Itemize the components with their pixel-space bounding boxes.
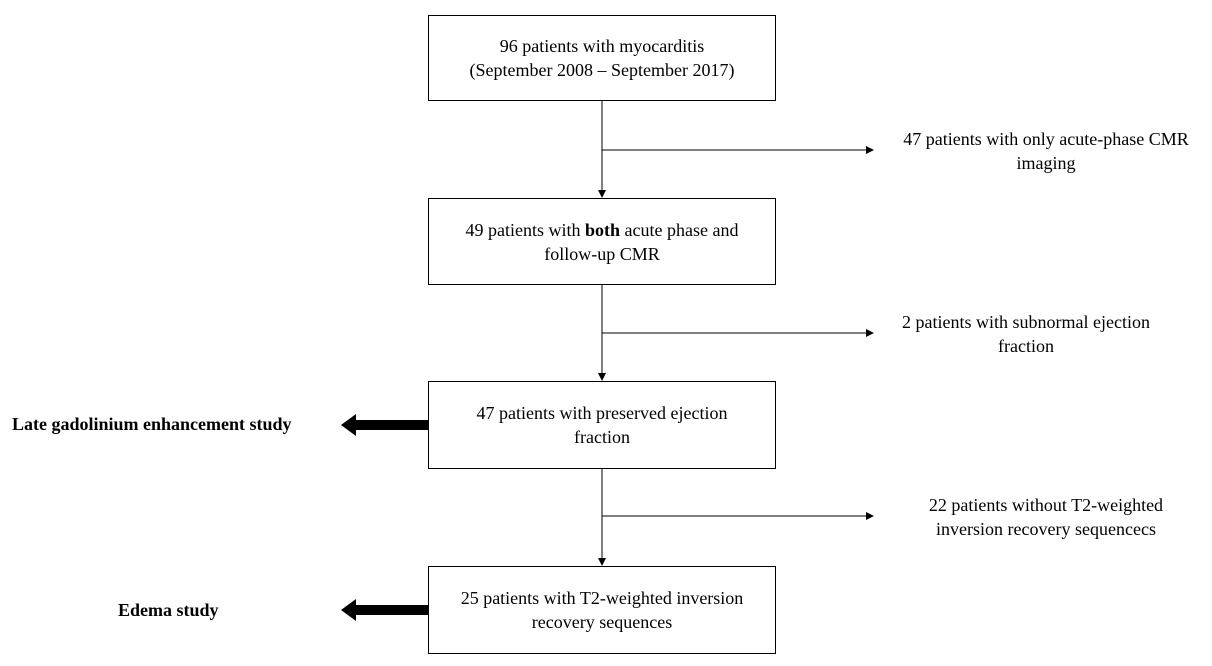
box2-text-pre: 49 patients with xyxy=(465,219,586,240)
flow-box-initial-cohort: 96 patients with myocarditis (September … xyxy=(428,15,776,101)
box2-text-bold: both xyxy=(585,219,621,240)
exclusion-no-t2: 22 patients without T2-weighted inversio… xyxy=(896,493,1196,541)
flow-arrowhead-1 xyxy=(598,190,606,198)
box2-text-post: acute phase and xyxy=(620,219,739,240)
edema-thick-arrow xyxy=(341,599,428,621)
box3-line2: fraction xyxy=(574,427,630,447)
flow-box-preserved-ef: 47 patients with preserved ejection frac… xyxy=(428,381,776,469)
ex3-line1: 22 patients without T2-weighted xyxy=(928,495,1164,515)
exclusion-arrowhead-3 xyxy=(866,512,874,520)
box4-line1: 25 patients with T2-weighted inversion xyxy=(460,588,744,608)
exclusion-subnormal-ef: 2 patients with subnormal ejection fract… xyxy=(876,310,1176,358)
flow-box-both-cmr: 49 patients with both acute phase and fo… xyxy=(428,198,776,285)
outcome-lge-study: Late gadolinium enhancement study xyxy=(12,414,292,434)
outcome-edema-study: Edema study xyxy=(118,600,219,620)
exclusion-arrowhead-1 xyxy=(866,146,874,154)
ex3-line2: inversion recovery sequencecs xyxy=(936,519,1156,539)
exclusion-arrowhead-2 xyxy=(866,329,874,337)
box4-line2: recovery sequences xyxy=(531,612,673,632)
ex1-line1: 47 patients with only acute-phase CMR xyxy=(903,129,1189,149)
ex2-line1: 2 patients with subnormal ejection xyxy=(902,312,1150,332)
lge-thick-arrow xyxy=(341,414,428,436)
ex2-line2: fraction xyxy=(998,336,1054,356)
box2-line2: follow-up CMR xyxy=(544,243,660,264)
flow-arrowhead-2 xyxy=(598,373,606,381)
flow-box-t2-sequences: 25 patients with T2-weighted inversion r… xyxy=(428,566,776,654)
box1-line2: (September 2008 – September 2017) xyxy=(469,60,735,80)
ex1-line2: imaging xyxy=(1016,153,1076,173)
box2-line1: 49 patients with both acute phase and xyxy=(466,218,739,242)
exclusion-acute-only: 47 patients with only acute-phase CMR im… xyxy=(876,127,1212,175)
box1-line1: 96 patients with myocarditis xyxy=(499,36,705,56)
flow-arrowhead-3 xyxy=(598,558,606,566)
box3-line1: 47 patients with preserved ejection xyxy=(476,403,728,423)
